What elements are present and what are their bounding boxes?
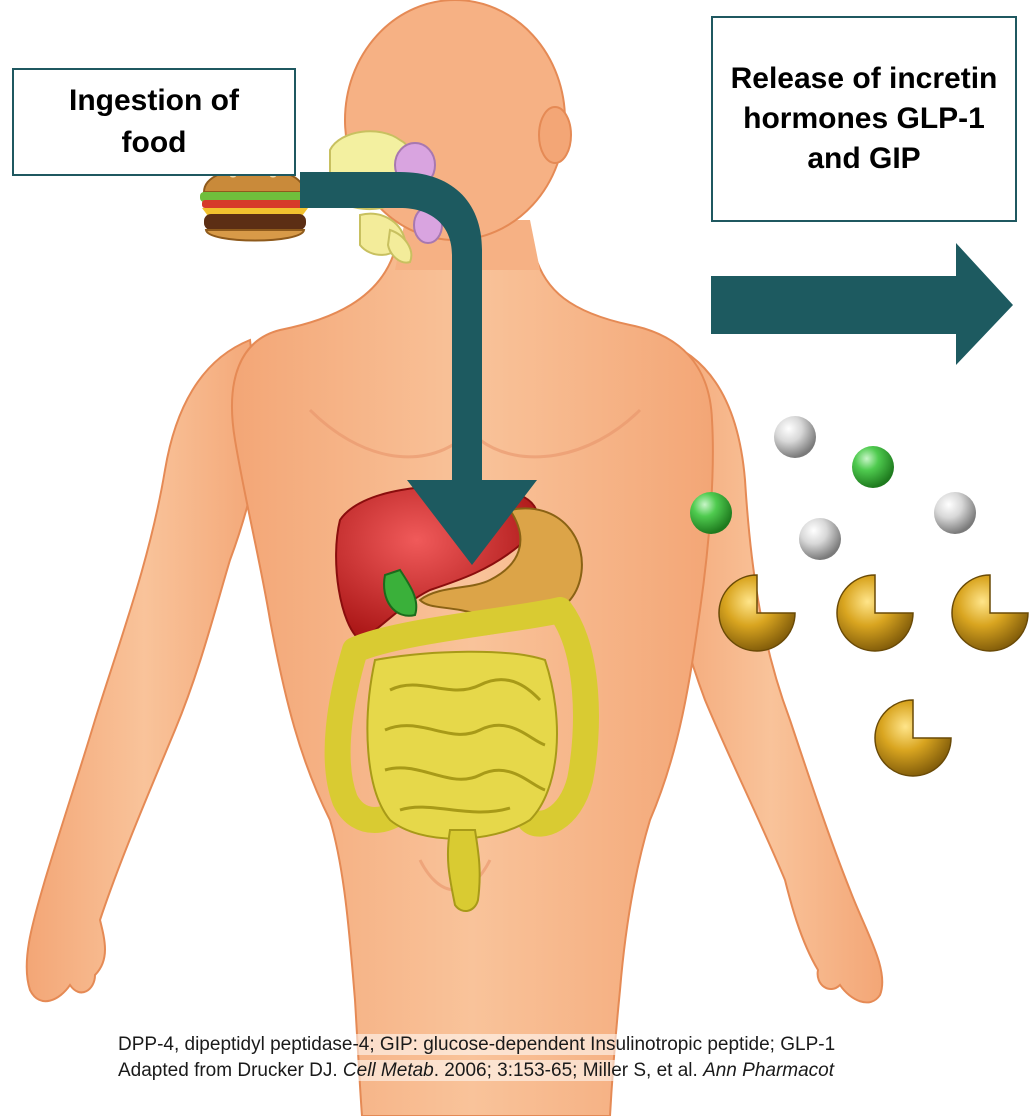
footnote-citation-middle: . 2006; 3:153-65; Miller S, et al. (434, 1060, 703, 1081)
right-arrow-icon (711, 243, 1013, 365)
glp1-molecule-icon (690, 492, 732, 534)
footnote-journal-2: Ann Pharmacot (703, 1060, 834, 1081)
glp1-molecule-icon (852, 446, 894, 488)
gip-molecule-icon (774, 416, 816, 458)
gip-molecule-icon (799, 518, 841, 560)
ingestion-of-food-label: Ingestion of food (34, 80, 274, 164)
gip-molecule-icon (934, 492, 976, 534)
left-arm (27, 340, 262, 1001)
burger-icon (200, 168, 310, 241)
footnote-citation-prefix: Adapted from Drucker DJ. (118, 1060, 343, 1081)
dpp4-enzyme-icon (719, 575, 795, 651)
dpp4-enzyme-icon (837, 575, 913, 651)
release-of-incretin-label: Release of incretin hormones GLP-1 and G… (729, 59, 999, 179)
footnote-line-1: DPP-4, dipeptidyl peptidase-4; GIP: gluc… (118, 1032, 1030, 1058)
footnote-line-2: Adapted from Drucker DJ. Cell Metab. 200… (118, 1058, 1030, 1084)
footnote-abbreviations: DPP-4, dipeptidyl peptidase-4; GIP: gluc… (118, 1034, 835, 1055)
footnote: DPP-4, dipeptidyl peptidase-4; GIP: gluc… (118, 1032, 1030, 1084)
footnote-journal-1: Cell Metab (343, 1060, 434, 1081)
ingestion-of-food-box: Ingestion of food (12, 68, 296, 176)
dpp4-enzyme-icon (875, 700, 951, 776)
ear (539, 107, 571, 163)
dpp4-enzyme-icon (952, 575, 1028, 651)
release-of-incretin-box: Release of incretin hormones GLP-1 and G… (711, 16, 1017, 222)
